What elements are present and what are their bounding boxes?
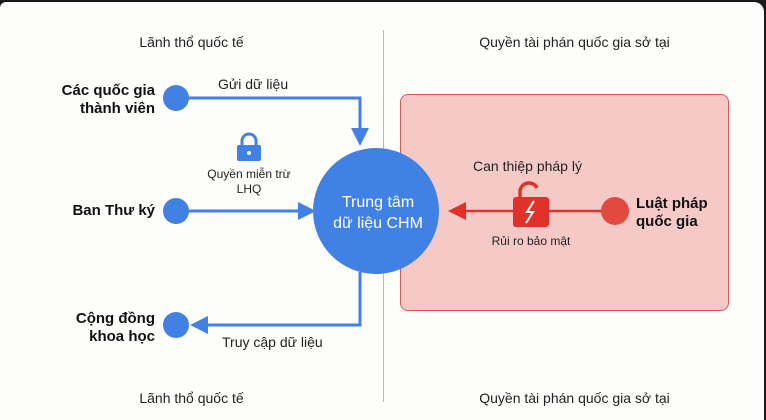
zone-label-host-bottom: Quyền tài phán quốc gia sở tại: [479, 390, 670, 406]
annotation-un-immunity: Quyền miễn trừ LHQ: [196, 167, 302, 197]
arrowhead-right: [298, 202, 316, 220]
annotation-line: LHQ: [236, 182, 262, 196]
edge-label-legal-intervention: Can thiệp pháp lý: [473, 158, 582, 174]
node-label-line: Luật pháp: [636, 195, 708, 212]
zone-label-host-top: Quyền tài phán quốc gia sở tại: [479, 34, 670, 50]
zone-label-international-bottom: Lãnh thổ quốc tế: [139, 390, 244, 406]
node-label-line: quốc gia: [636, 213, 698, 230]
edge-access-data: [190, 272, 362, 334]
edge-secretariat-to-hub: [176, 202, 316, 220]
lock-closed-icon: [237, 132, 261, 161]
hub-label-line: Trung tâm: [341, 194, 415, 211]
node-secretariat[interactable]: [163, 198, 189, 224]
node-national-law[interactable]: [601, 197, 629, 225]
node-chm-data-center[interactable]: [313, 148, 439, 274]
node-label-line: thành viên: [79, 100, 155, 117]
node-label-science-community: Cộng đồng khoa học: [40, 310, 155, 346]
hub-label-line: dữ liệu CHM: [333, 215, 423, 232]
annotation-security-risk: Rủi ro bảo mật: [491, 234, 571, 248]
node-member-states[interactable]: [163, 85, 189, 111]
node-label-line: Cộng đồng: [75, 310, 155, 327]
node-label-line: Các quốc gia: [61, 82, 155, 99]
edge-send-data: [176, 96, 369, 146]
hub-label: Trung tâm dữ liệu CHM: [313, 192, 443, 234]
node-label-secretariat: Ban Thư ký: [72, 202, 155, 219]
node-label-member-states: Các quốc gia thành viên: [40, 82, 155, 118]
node-label-national-law: Luật pháp quốc gia: [636, 195, 708, 231]
arrowhead-left-red: [448, 202, 466, 220]
node-science-community[interactable]: [163, 312, 189, 338]
node-label-line: khoa học: [89, 328, 155, 345]
host-jurisdiction-risk-zone: [400, 94, 729, 311]
arrowhead-left: [190, 316, 208, 334]
arrowhead-down: [351, 128, 369, 146]
edge-label-access-data: Truy cập dữ liệu: [222, 334, 323, 350]
zone-label-international-top: Lãnh thổ quốc tế: [139, 34, 244, 50]
lock-broken-icon: [513, 181, 549, 227]
edge-label-send-data: Gửi dữ liệu: [218, 76, 289, 92]
annotation-line: Quyền miễn trừ: [207, 167, 291, 181]
